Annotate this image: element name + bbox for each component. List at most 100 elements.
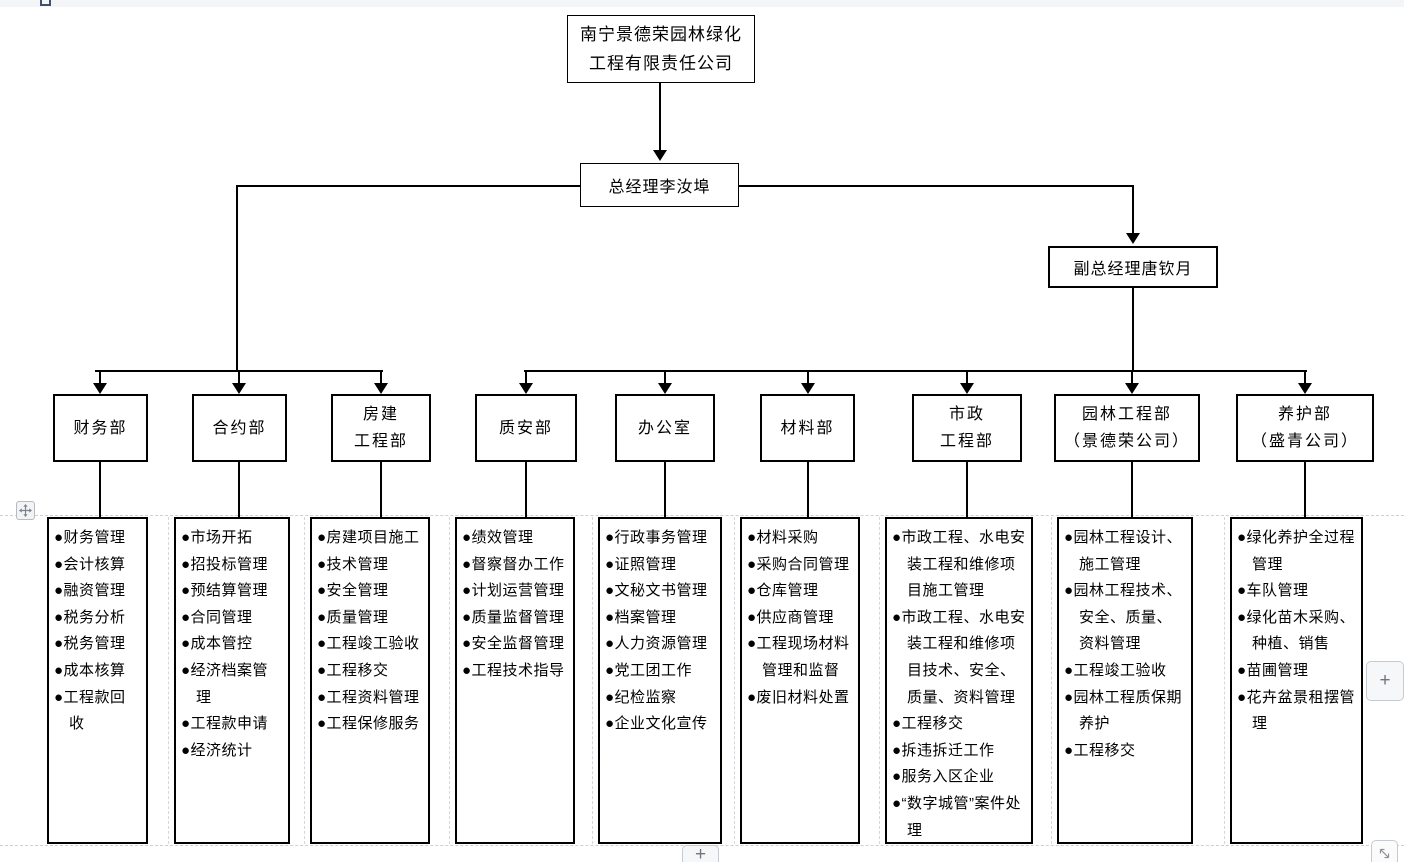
connector-line	[1304, 462, 1306, 517]
dept-box-label: 养护部	[1277, 406, 1332, 423]
insert-row-button[interactable]: +	[682, 845, 719, 862]
dept-box[interactable]: 办公室	[615, 394, 715, 462]
connector-line	[807, 462, 809, 517]
duty-list[interactable]: ●绿化养护全过程管理●车队管理●绿化苗木采购、种植、销售●苗圃管理●花卉盆景租摆…	[1230, 517, 1363, 844]
connector-line	[238, 370, 240, 384]
duty-item: ●文秘文书管理	[605, 582, 708, 600]
dept-box-label: （盛青公司）	[1250, 433, 1359, 450]
connector-line	[236, 185, 238, 372]
duty-item: ●工程款申请	[181, 715, 269, 733]
duty-item: ●苗圃管理	[1237, 661, 1309, 679]
duty-item: ●质量监督管理	[462, 608, 565, 626]
duty-item: ●预结算管理	[181, 582, 269, 600]
connector-line	[664, 462, 666, 517]
duty-item: ●质量管理	[317, 608, 389, 626]
duty-item: ●市场开拓	[181, 529, 253, 546]
dept-box[interactable]: 房建工程部	[331, 394, 431, 462]
duty-list[interactable]: ●园林工程设计、施工管理●园林工程技术、安全、质量、资料管理●工程竣工验收●园林…	[1057, 517, 1193, 844]
connector-line	[380, 370, 382, 384]
dept-box[interactable]: 财务部	[53, 394, 148, 462]
dept-box-label: 财务部	[73, 419, 128, 437]
dept-box-label: 材料部	[780, 419, 835, 437]
duty-item: ●园林工程技术、安全、质量、资料管理	[1064, 582, 1183, 653]
duty-item: ●经济统计	[181, 741, 253, 759]
duty-item: ●经济档案管理	[181, 661, 269, 706]
table-gridline	[592, 517, 593, 844]
duty-item: ●市政工程、水电安装工程和维修项目施工管理	[892, 529, 1026, 600]
duty-item: ●绿化苗木采购、种植、销售	[1237, 608, 1356, 653]
duty-list[interactable]: ●市场开拓●招投标管理●预结算管理●合同管理●成本管控●经济档案管理●工程款申请…	[174, 517, 290, 844]
duty-item: ●绿化养护全过程管理	[1237, 529, 1356, 573]
connector-line	[99, 462, 101, 517]
connector-line	[966, 370, 968, 384]
duty-list[interactable]: ●市政工程、水电安装工程和维修项目施工管理 ●市政工程、水电安装工程和维修项目技术…	[885, 517, 1033, 844]
connector-line	[1132, 288, 1134, 372]
duty-item: ●花卉盆景租摆管理	[1237, 688, 1356, 733]
duty-item: ●行政事务管理	[605, 529, 708, 546]
duty-item: ●党工团工作	[605, 661, 693, 679]
dept-box[interactable]: 园林工程部（景德荣公司）	[1054, 394, 1200, 462]
connector-line	[966, 462, 968, 517]
duty-item: ●工程现场材料管理和监督	[747, 635, 850, 679]
connector-line	[659, 83, 661, 150]
arrowhead-down-icon	[960, 383, 974, 394]
connector-line	[99, 370, 101, 384]
duty-item: ●绩效管理	[462, 529, 534, 546]
duty-item: ●采购合同管理	[747, 555, 850, 573]
dept-box[interactable]: 市政工程部	[912, 394, 1022, 462]
duty-item: ●工程资料管理	[317, 688, 420, 706]
connector-line	[238, 462, 240, 517]
duty-list[interactable]: ●行政事务管理●证照管理●文秘文书管理●档案管理●人力资源管理●党工团工作●纪检…	[598, 517, 722, 844]
plus-icon: +	[1379, 670, 1391, 691]
duty-item: ●会计核算	[54, 555, 126, 573]
deputy-manager-box[interactable]: 副总经理唐钦月	[1048, 246, 1218, 288]
connector-line	[664, 370, 666, 384]
arrowhead-down-icon	[232, 383, 246, 394]
arrowhead-down-icon	[1126, 233, 1140, 244]
duty-list[interactable]: ●财务管理●会计核算●融资管理●税务分析●税务管理●成本核算●工程款回收	[47, 517, 148, 844]
duty-item: ●融资管理	[54, 582, 126, 600]
dept-box-label: 质安部	[498, 419, 553, 437]
dept-box-label: 工程部	[353, 433, 408, 450]
arrowhead-down-icon	[658, 383, 672, 394]
duty-item: ●合同管理	[181, 608, 253, 626]
table-gridline	[0, 515, 1404, 516]
connector-line	[524, 370, 1307, 372]
duty-item: ●安全管理	[317, 582, 389, 600]
insert-column-button[interactable]: +	[1366, 661, 1404, 701]
arrowhead-down-icon	[519, 383, 533, 394]
duty-item: ●园林工程设计、施工管理	[1064, 529, 1183, 573]
company-title-box[interactable]: 南宁景德荣园林绿化工程有限责任公司	[567, 15, 755, 83]
duty-item: ●企业文化宣传	[605, 715, 708, 733]
dept-box[interactable]: 材料部	[760, 394, 855, 462]
connector-line	[380, 462, 382, 517]
table-move-handle[interactable]	[16, 501, 35, 520]
table-gridline	[1051, 517, 1052, 844]
dept-box[interactable]: 合约部	[192, 394, 287, 462]
general-manager-box[interactable]: 总经理李汝埠	[580, 163, 739, 207]
move-arrows-icon	[19, 504, 32, 517]
duty-item: ●技术管理	[317, 555, 389, 573]
connector-line	[1131, 370, 1133, 384]
dept-box-label: 市政	[948, 406, 985, 423]
duty-item: ●市政工程、水电安装工程和维修项目技术、安全、质量、资料管理	[892, 608, 1026, 706]
duty-list[interactable]: ●材料采购●采购合同管理●仓库管理●供应商管理●工程现场材料管理和监督●废旧材料…	[740, 517, 860, 844]
toolbar-square-icon[interactable]	[40, 0, 51, 6]
connector-line	[237, 185, 580, 187]
duty-list[interactable]: ●房建项目施工●技术管理●安全管理●质量管理●工程竣工验收●工程移交●工程资料管…	[310, 517, 430, 844]
duty-item: ●废旧材料处置	[747, 688, 850, 706]
company-title-box-label: 南宁景德荣园林绿化	[580, 25, 742, 44]
duty-item: ●仓库管理	[747, 582, 819, 600]
duty-item: ●证照管理	[605, 555, 677, 573]
plus-icon: +	[694, 844, 707, 862]
dept-box[interactable]: 养护部 （盛青公司）	[1236, 394, 1374, 462]
table-gridline	[1224, 517, 1225, 844]
top-toolbar-strip	[0, 0, 1404, 7]
duty-item: ●纪检监察	[605, 688, 677, 706]
dept-box[interactable]: 质安部	[475, 394, 577, 462]
resize-diagonal-icon	[1378, 847, 1391, 860]
duty-item: ●档案管理	[605, 608, 677, 626]
duty-list[interactable]: ●绩效管理●督察督办工作●计划运营管理●质量监督管理●安全监督管理●工程技术指导	[455, 517, 575, 844]
table-resize-handle[interactable]	[1371, 840, 1398, 862]
table-gridline	[449, 517, 450, 844]
